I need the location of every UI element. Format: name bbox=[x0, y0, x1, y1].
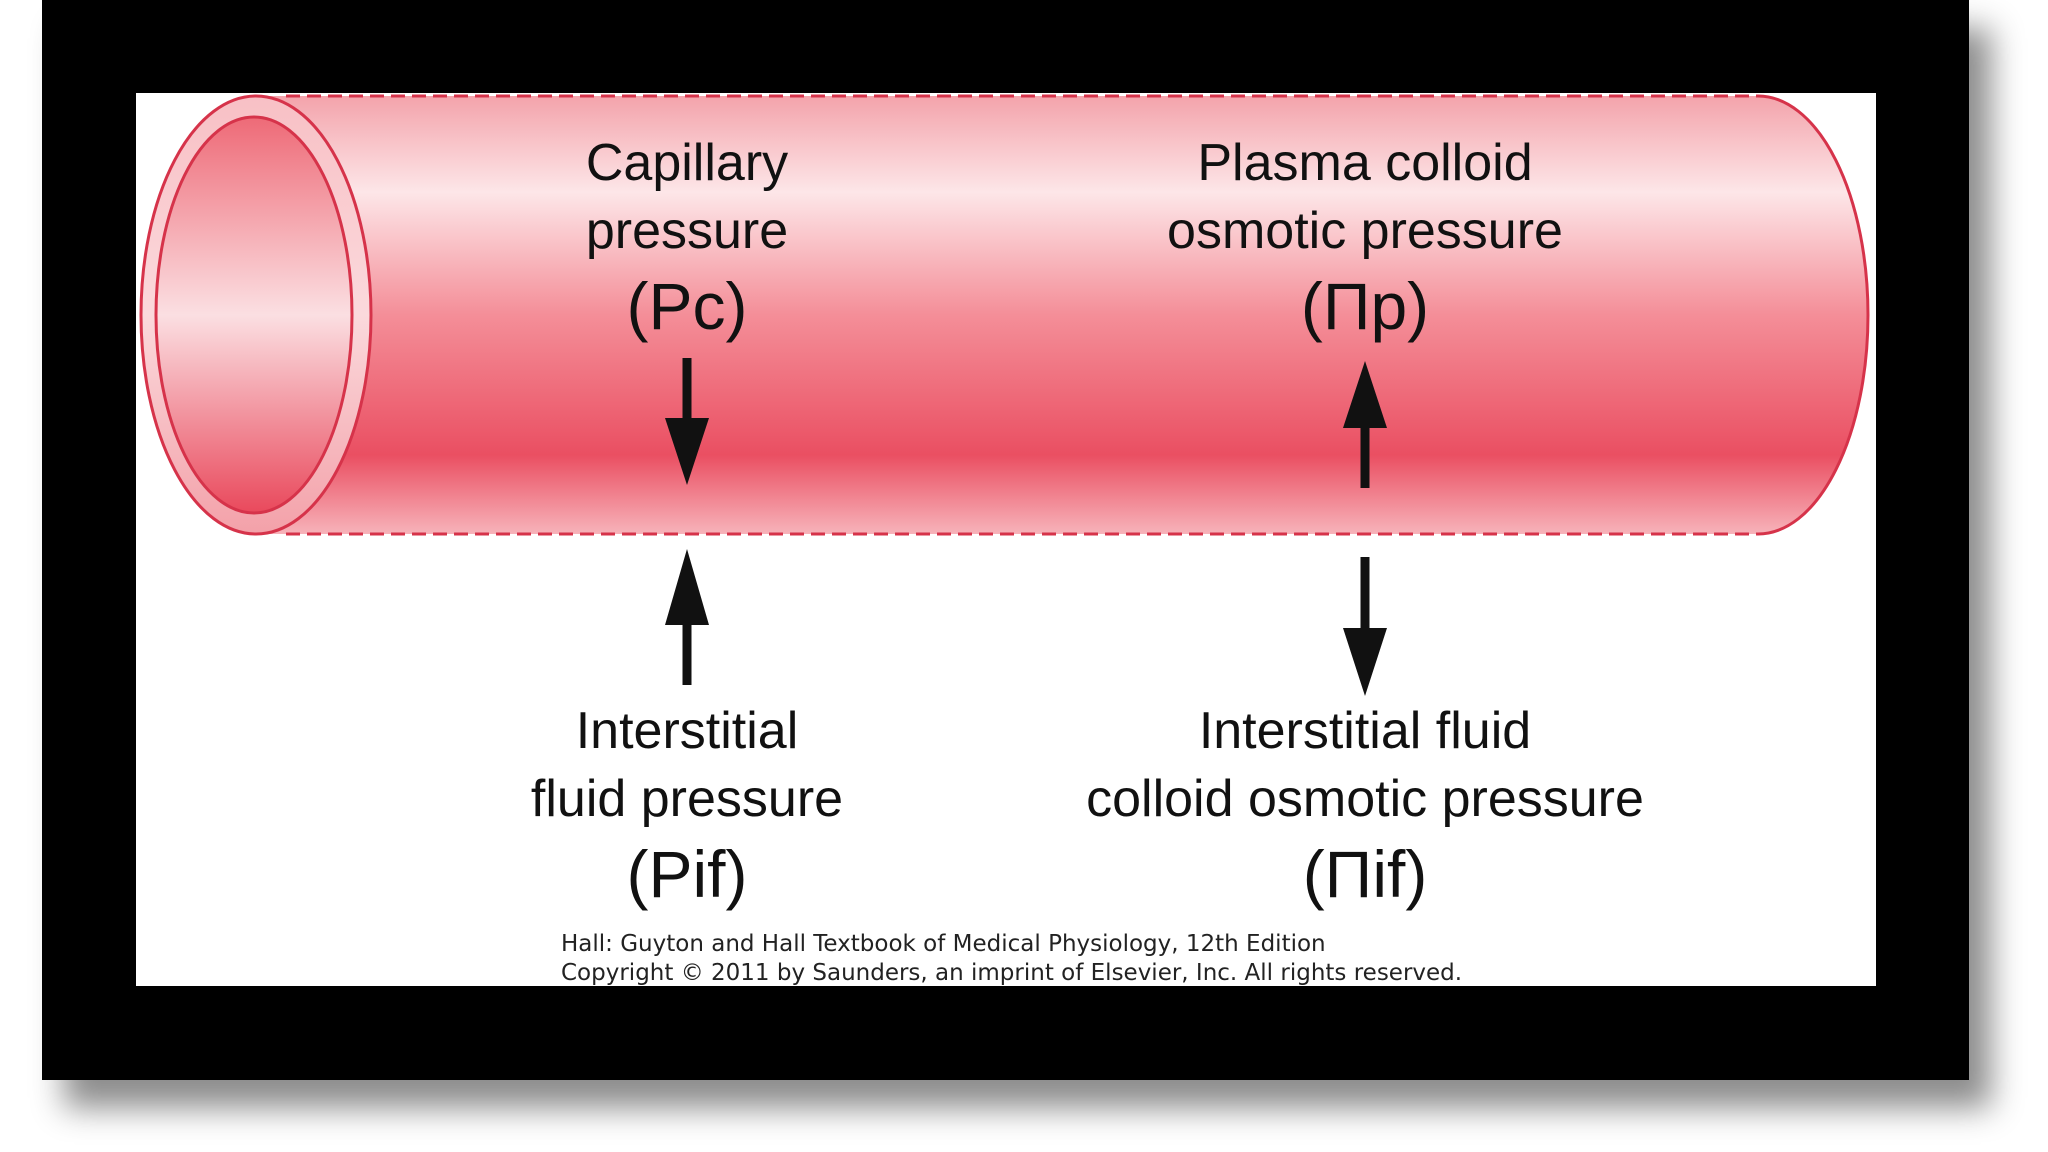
interstitial-fluid-pressure-symbol: (Pif) bbox=[626, 837, 748, 911]
vessel-body bbox=[256, 96, 1868, 534]
plasma-colloid-label: Plasma colloid osmotic pressure (Πp) bbox=[1167, 129, 1563, 347]
plasma-colloid-line1: Plasma colloid bbox=[1197, 134, 1533, 192]
source-caption: Hall: Guyton and Hall Textbook of Medica… bbox=[561, 930, 1462, 986]
caption-line2: Copyright © 2011 by Saunders, an imprint… bbox=[561, 960, 1463, 986]
vessel-right-end bbox=[1757, 94, 1870, 536]
vessel-lumen bbox=[154, 115, 354, 515]
interstitial-colloid-line1: Interstitial fluid bbox=[1198, 702, 1532, 760]
interstitial-fluid-pressure-line2: fluid pressure bbox=[530, 770, 844, 828]
interstitial-colloid-line2: colloid osmotic pressure bbox=[1086, 770, 1644, 828]
capillary-pressure-arrow bbox=[665, 358, 709, 485]
capillary-pressure-symbol: (Pc) bbox=[626, 269, 748, 343]
interstitial-fluid-pressure-label: Interstitial fluid pressure (Pif) bbox=[531, 697, 843, 915]
plasma-colloid-arrow bbox=[1343, 361, 1387, 488]
capillary-diagram bbox=[139, 94, 1870, 696]
capillary-pressure-line2: pressure bbox=[585, 202, 789, 260]
interstitial-fluid-pressure-line1: Interstitial bbox=[575, 702, 799, 760]
capillary-pressure-line1: Capillary bbox=[585, 134, 789, 192]
plasma-colloid-symbol: (Πp) bbox=[1300, 269, 1430, 343]
interstitial-colloid-label: Interstitial fluid colloid osmotic press… bbox=[1086, 697, 1644, 915]
interstitial-colloid-symbol: (Πif) bbox=[1302, 837, 1428, 911]
interstitial-fluid-pressure-arrow bbox=[665, 549, 709, 685]
caption-line1: Hall: Guyton and Hall Textbook of Medica… bbox=[561, 931, 1326, 957]
plasma-colloid-line2: osmotic pressure bbox=[1167, 202, 1563, 260]
capillary-pressure-label: Capillary pressure (Pc) bbox=[586, 129, 788, 347]
interstitial-colloid-arrow bbox=[1343, 557, 1387, 696]
diagram-panel: Capillary pressure (Pc) Plasma colloid o… bbox=[136, 93, 1876, 986]
